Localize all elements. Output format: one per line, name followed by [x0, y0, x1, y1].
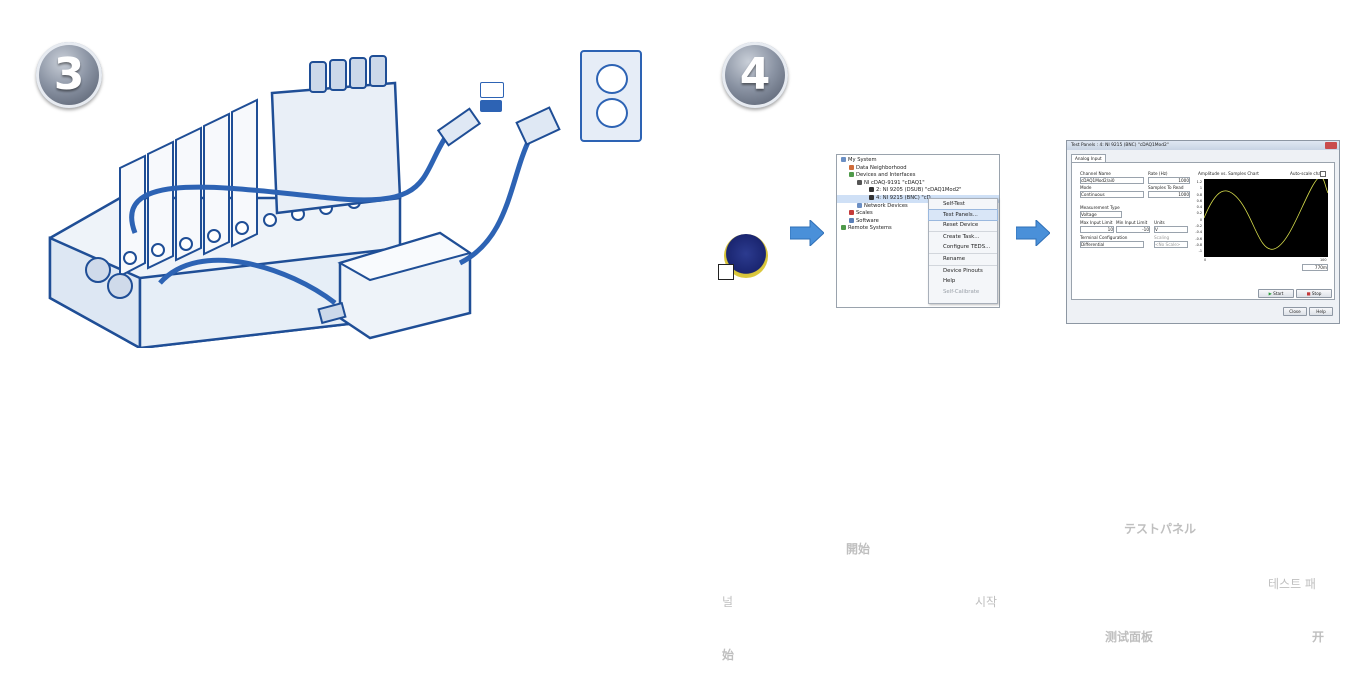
tree-item-my-system[interactable]: My System	[837, 157, 999, 165]
start-label: Start	[1273, 291, 1284, 296]
step-4-number: 4	[739, 49, 771, 100]
tab-analog-input[interactable]: Analog Input	[1071, 154, 1106, 162]
menu-item-help[interactable]: Help	[943, 278, 956, 285]
usb-icon	[480, 82, 504, 98]
stop-button[interactable]: ■ Stop	[1296, 289, 1332, 298]
units-select[interactable]: V	[1154, 226, 1188, 233]
x-axis-max: 100	[1320, 258, 1327, 262]
measurement-type-label: Measurement Type	[1080, 205, 1120, 210]
menu-item-self-calibrate[interactable]: Self-Calibrate	[943, 288, 980, 295]
terminal-config-label: Terminal Configuration	[1080, 235, 1128, 240]
mode-label: Mode	[1080, 185, 1092, 190]
tree-item-data-neighborhood[interactable]: Data Neighborhood	[837, 164, 999, 173]
close-icon[interactable]	[1325, 142, 1337, 149]
samples-field[interactable]: 1000	[1148, 191, 1190, 198]
signal-trace	[1204, 179, 1328, 250]
rate-label: Rate (Hz)	[1148, 171, 1168, 176]
stop-label: Stop	[1311, 291, 1322, 296]
test-panels-window: Test Panels : 4: NI 9215 (BNC) "cDAQ1Mod…	[1066, 140, 1340, 324]
max-input-label: Max Input Limit	[1080, 220, 1113, 225]
channel-name-field[interactable]: cDAQ1Mod2/ai0	[1080, 177, 1144, 184]
menu-item-create-task[interactable]: Create Task...	[929, 230, 997, 243]
cdaq-chassis-illustration	[48, 55, 561, 348]
chart-title: Amplitude vs. Samples Chart	[1198, 171, 1259, 176]
x-axis-min: 0	[1204, 258, 1207, 262]
autoscale-label: Auto-scale chart	[1290, 171, 1325, 176]
caption-ko-test-panel-1: 테스트 패	[1268, 577, 1316, 591]
terminal-config-select[interactable]: Differential	[1080, 241, 1144, 248]
menu-item-configure-teds[interactable]: Configure TEDS...	[943, 244, 991, 251]
tree-item-module-4[interactable]: 4: NI 9215 (BNC) "cD	[837, 194, 999, 203]
tree-item-devices-interfaces[interactable]: Devices and Interfaces	[837, 172, 999, 180]
play-icon: ▶	[1268, 291, 1272, 296]
arrow-right-icon-2	[1016, 220, 1050, 246]
shortcut-arrow-icon	[718, 264, 734, 280]
caption-zh-test-panel: 测试面板	[1105, 630, 1154, 644]
start-button[interactable]: ▶ Start	[1258, 289, 1294, 298]
step-3-badge: 3	[36, 42, 102, 108]
menu-item-self-test[interactable]: Self-Test	[943, 201, 965, 207]
caption-jp-start: 開始	[846, 542, 871, 556]
zoom-field[interactable]: 770m	[1302, 264, 1328, 271]
tree-item-software[interactable]: Software	[837, 217, 999, 226]
ni-max-shortcut-icon[interactable]	[718, 234, 770, 284]
max-input-field[interactable]: 10	[1080, 226, 1114, 233]
tree-item-module-2[interactable]: 2: NI 9205 (DSUB) "cDAQ1Mod2"	[837, 187, 999, 195]
step-4-badge: 4	[722, 42, 788, 108]
caption-jp-test-panel: テストパネル	[1124, 522, 1197, 536]
caption-ko-test-panel-2: 널	[722, 595, 734, 609]
min-input-label: Min Input Limit	[1116, 220, 1148, 225]
channel-name-label: Channel Name	[1080, 171, 1111, 176]
min-input-field[interactable]: -10	[1116, 226, 1150, 233]
menu-item-test-panels[interactable]: Test Panels...	[928, 208, 998, 222]
caption-ko-start: 시작	[975, 595, 998, 609]
menu-item-rename[interactable]: Rename	[929, 252, 997, 265]
caption-zh-start-2: 始	[722, 648, 735, 662]
caption-zh-start-1: 开	[1312, 630, 1325, 644]
scaling-label: Scaling	[1154, 235, 1170, 240]
autoscale-checkbox[interactable]	[1320, 171, 1326, 177]
amplitude-chart	[1204, 179, 1328, 257]
usb-port-icon	[480, 100, 502, 112]
samples-label: Samples To Read	[1148, 185, 1184, 190]
tree-item-scales[interactable]: Scales	[837, 210, 999, 218]
scaling-select[interactable]: <No Scale>	[1154, 241, 1188, 248]
menu-item-reset-device[interactable]: Reset Device	[943, 222, 979, 229]
arrow-right-icon	[790, 220, 824, 246]
wall-outlet-icon	[580, 50, 642, 142]
units-label: Units	[1154, 220, 1165, 225]
window-title: Test Panels : 4: NI 9215 (BNC) "cDAQ1Mod…	[1067, 141, 1339, 150]
help-button[interactable]: Help	[1309, 307, 1333, 316]
analog-input-panel: Channel Name cDAQ1Mod2/ai0 Rate (Hz) 100…	[1071, 162, 1335, 300]
tree-item-remote-systems[interactable]: Remote Systems	[837, 225, 999, 233]
mode-select[interactable]: Continuous	[1080, 191, 1144, 198]
rate-field[interactable]: 1000	[1148, 177, 1190, 184]
step-3-number: 3	[53, 49, 85, 100]
measurement-type-select[interactable]: Voltage	[1080, 211, 1122, 218]
tree-item-network-devices[interactable]: Network Devices	[837, 202, 999, 211]
menu-item-device-pinouts[interactable]: Device Pinouts	[929, 264, 997, 277]
stop-icon: ■	[1306, 291, 1311, 296]
context-menu: Self-Test Test Panels... Reset Device Cr…	[928, 198, 998, 304]
tree-item-cdaq-chassis[interactable]: NI cDAQ-9191 "cDAQ1"	[837, 179, 999, 188]
close-button[interactable]: Close	[1283, 307, 1307, 316]
